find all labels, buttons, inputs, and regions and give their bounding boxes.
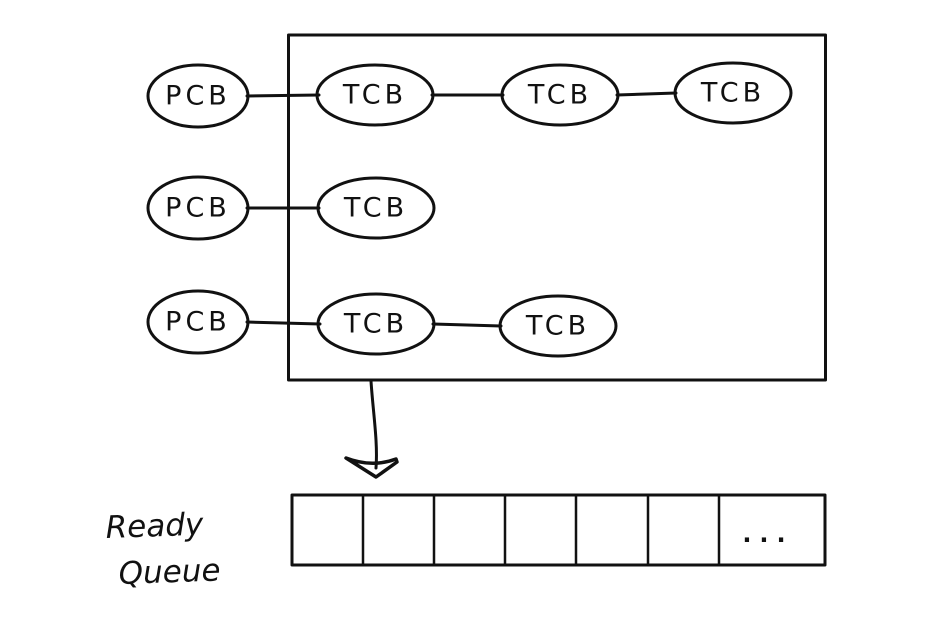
tcb-node bbox=[316, 176, 436, 240]
pcb-node-label: PCB bbox=[165, 81, 231, 112]
pcb-node bbox=[146, 175, 250, 241]
tcb-node-label: TCB bbox=[343, 309, 408, 340]
ready-queue-box bbox=[290, 493, 827, 567]
tcb-node-label: TCB bbox=[700, 78, 765, 109]
tcb-node bbox=[500, 63, 620, 127]
tcb-node bbox=[673, 61, 793, 125]
connector-line bbox=[245, 320, 322, 326]
down-arrow-head-icon bbox=[344, 456, 399, 479]
ready-queue-label-line1: Ready bbox=[105, 507, 204, 546]
tcb-node-label: TCB bbox=[342, 80, 407, 111]
tcb-node-label: TCB bbox=[527, 80, 592, 111]
queue-ellipsis: ... bbox=[742, 520, 793, 548]
tcb-node-label: TCB bbox=[343, 193, 408, 224]
connector-line bbox=[245, 93, 321, 98]
pcb-node-label: PCB bbox=[165, 307, 231, 338]
pcb-node bbox=[146, 289, 250, 355]
tcb-node bbox=[315, 63, 435, 127]
down-arrow-stem bbox=[369, 379, 378, 470]
connector-line bbox=[431, 322, 503, 328]
tcb-node bbox=[498, 294, 618, 358]
connector-line bbox=[615, 91, 678, 97]
pcb-node-label: PCB bbox=[165, 193, 231, 224]
pcb-node bbox=[146, 63, 250, 129]
tcb-node bbox=[316, 292, 436, 356]
tcb-node-label: TCB bbox=[525, 311, 590, 342]
ready-queue-label-line2: Queue bbox=[118, 552, 221, 592]
